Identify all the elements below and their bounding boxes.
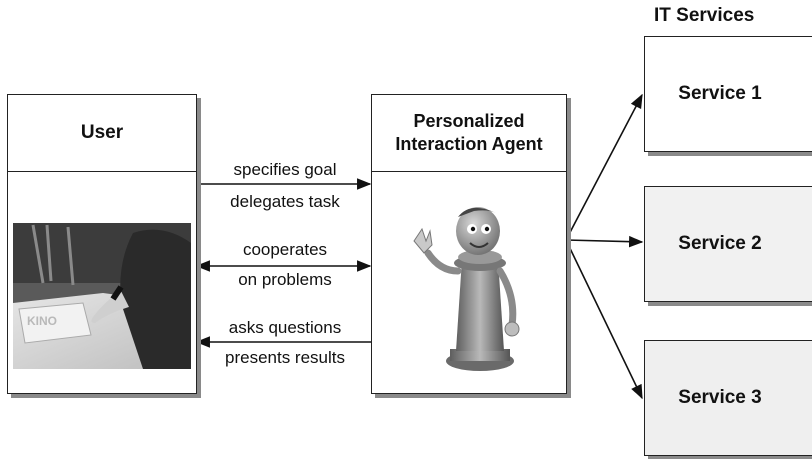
label-presents-results: presents results bbox=[225, 348, 345, 367]
service1-arrow bbox=[565, 93, 643, 241]
it-services-title: IT Services bbox=[654, 5, 755, 26]
label-delegates-task: delegates task bbox=[230, 192, 340, 211]
label-asks-questions: asks questions bbox=[228, 318, 342, 337]
service-1-box: Service 1 bbox=[644, 36, 812, 152]
agent-title-line2: Interaction Agent bbox=[395, 134, 543, 154]
agent-box: Personalized Interaction Agent bbox=[371, 94, 567, 394]
service2-arrow bbox=[565, 235, 644, 248]
service3-arrow bbox=[565, 239, 643, 400]
svg-text:KINO: KINO bbox=[27, 314, 57, 328]
agent-character-figure bbox=[413, 207, 520, 371]
label-on-problems: on problems bbox=[238, 270, 332, 289]
user-title: User bbox=[8, 95, 196, 172]
user-touch-table-photo: KINO bbox=[13, 223, 191, 369]
agent-title-line1: Personalized bbox=[413, 111, 525, 131]
agent-title: Personalized Interaction Agent bbox=[372, 95, 566, 172]
label-cooperates: cooperates bbox=[242, 240, 328, 259]
service-3-box: Service 3 bbox=[644, 340, 812, 456]
label-specifies-goal: specifies goal bbox=[233, 160, 337, 179]
user-box: User KINO bbox=[7, 94, 197, 394]
service-2-box: Service 2 bbox=[644, 186, 812, 302]
